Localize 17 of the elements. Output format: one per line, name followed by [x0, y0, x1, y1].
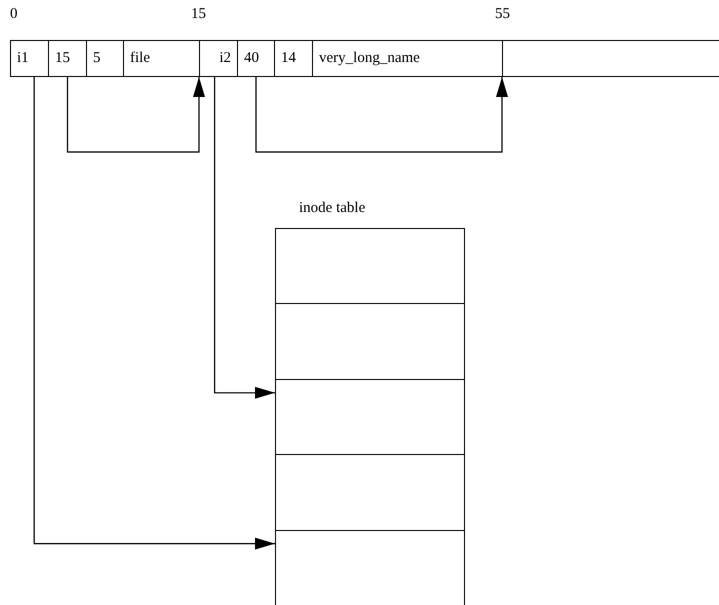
arrow: [66, 77, 205, 153]
field-cell: 5: [86, 40, 124, 77]
table-heading: inode table: [299, 200, 366, 217]
field-cell: 14: [274, 40, 313, 77]
field-cell: i1: [10, 40, 49, 77]
field-cell: very_long_name: [312, 40, 503, 77]
offset-label: 55: [495, 6, 510, 23]
field-cell: file: [123, 40, 200, 77]
arrow: [34, 77, 275, 550]
empty-cell: [502, 40, 719, 77]
field-cell: 15: [48, 40, 87, 77]
field-cell: 40: [237, 40, 275, 77]
field-cell: i2: [199, 40, 238, 77]
offset-label: 0: [10, 6, 18, 23]
arrow: [214, 77, 275, 399]
arrow: [255, 77, 508, 153]
offset-label: 15: [191, 6, 206, 23]
